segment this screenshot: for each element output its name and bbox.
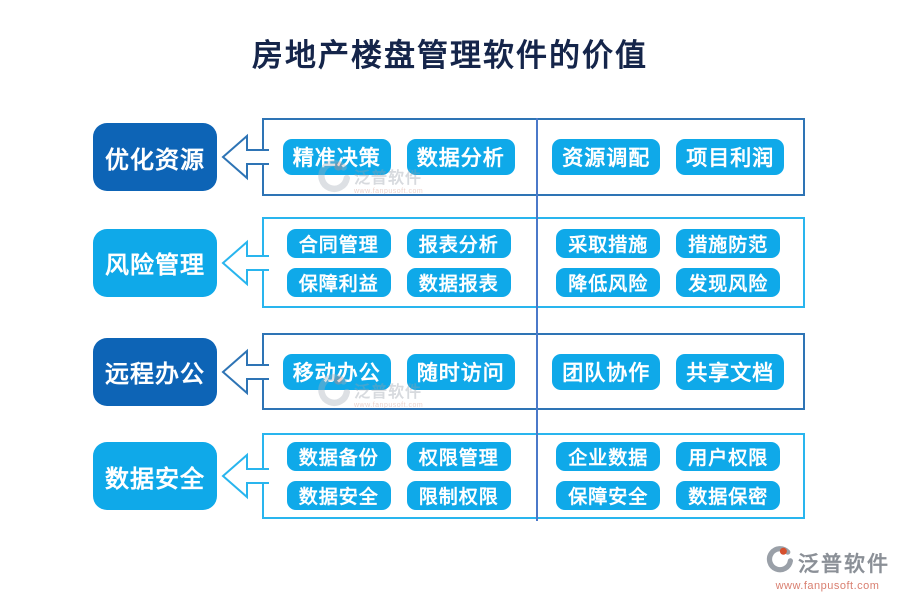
panel-right-half: 资源调配项目利润 xyxy=(534,120,804,194)
value-tag: 权限管理 xyxy=(406,442,511,471)
value-tag: 数据备份 xyxy=(286,442,391,471)
tag-row: 团队协作共享文档 xyxy=(552,353,785,390)
panel-right-half: 采取措施措施防范降低风险发现风险 xyxy=(534,219,804,306)
row-panel: 移动办公随时访问团队协作共享文档 xyxy=(262,333,805,410)
value-tag: 发现风险 xyxy=(676,267,781,297)
value-tag: 资源调配 xyxy=(552,139,661,175)
tag-row: 数据安全限制权限 xyxy=(286,481,511,510)
tag-row: 精准决策数据分析 xyxy=(282,139,515,175)
tag-row: 企业数据用户权限 xyxy=(556,442,781,471)
value-tag: 数据安全 xyxy=(286,481,391,510)
tag-row: 数据备份权限管理 xyxy=(286,442,511,471)
value-tag: 用户权限 xyxy=(676,442,781,471)
row-panel: 精准决策数据分析 资源调配项目利润 xyxy=(262,118,805,196)
value-tag: 共享文档 xyxy=(676,353,785,390)
value-tag: 移动办公 xyxy=(282,353,391,390)
value-tag: 合同管理 xyxy=(286,228,391,258)
row-panel: 合同管理报表分析保障利益数据报表采取措施措施防范降低风险发现风险 xyxy=(262,217,805,308)
panel-left-half: 精准决策数据分析 xyxy=(264,120,534,194)
value-tag: 报表分析 xyxy=(406,228,511,258)
value-tag: 降低风险 xyxy=(556,267,661,297)
footer-logo-name: 泛普软件 xyxy=(798,552,890,576)
value-tag: 团队协作 xyxy=(552,353,661,390)
footer-logo-url: www.fanpusoft.com xyxy=(775,580,880,592)
left-arrow-icon xyxy=(221,133,269,181)
value-tag: 保障安全 xyxy=(556,481,661,510)
value-tag: 精准决策 xyxy=(282,139,391,175)
fanpu-logo-icon xyxy=(765,546,793,579)
value-tag: 数据保密 xyxy=(676,481,781,510)
panel-right-half: 企业数据用户权限保障安全数据保密 xyxy=(534,435,804,517)
value-tag: 数据报表 xyxy=(406,267,511,297)
panel-left-half: 合同管理报表分析保障利益数据报表 xyxy=(264,219,534,306)
tag-row: 保障安全数据保密 xyxy=(556,481,781,510)
tag-row: 保障利益数据报表 xyxy=(286,267,511,297)
category-label: 优化资源 xyxy=(93,123,217,191)
value-tag: 措施防范 xyxy=(676,228,781,258)
panel-right-half: 团队协作共享文档 xyxy=(534,335,804,408)
value-tag: 数据分析 xyxy=(406,139,515,175)
page-title: 房地产楼盘管理软件的价值 xyxy=(252,38,648,73)
tag-row: 移动办公随时访问 xyxy=(282,353,515,390)
divider-line xyxy=(536,118,538,521)
left-arrow-icon xyxy=(221,452,269,500)
footer-logo: 泛普软件 www.fanpusoft.com xyxy=(765,546,890,592)
tag-row: 采取措施措施防范 xyxy=(556,228,781,258)
left-arrow-icon xyxy=(221,239,269,286)
value-tag: 企业数据 xyxy=(556,442,661,471)
panel-left-half: 移动办公随时访问 xyxy=(264,335,534,408)
tag-row: 资源调配项目利润 xyxy=(552,139,785,175)
value-tag: 保障利益 xyxy=(286,267,391,297)
category-label: 风险管理 xyxy=(93,228,217,297)
category-label: 数据安全 xyxy=(93,442,217,510)
category-label: 远程办公 xyxy=(93,337,217,406)
value-tag: 随时访问 xyxy=(406,353,515,390)
value-tag: 限制权限 xyxy=(406,481,511,510)
row-panel: 数据备份权限管理数据安全限制权限企业数据用户权限保障安全数据保密 xyxy=(262,433,805,519)
left-arrow-icon xyxy=(221,348,269,395)
value-tag: 项目利润 xyxy=(676,139,785,175)
tag-row: 降低风险发现风险 xyxy=(556,267,781,297)
value-tag: 采取措施 xyxy=(556,228,661,258)
panel-left-half: 数据备份权限管理数据安全限制权限 xyxy=(264,435,534,517)
tag-row: 合同管理报表分析 xyxy=(286,228,511,258)
